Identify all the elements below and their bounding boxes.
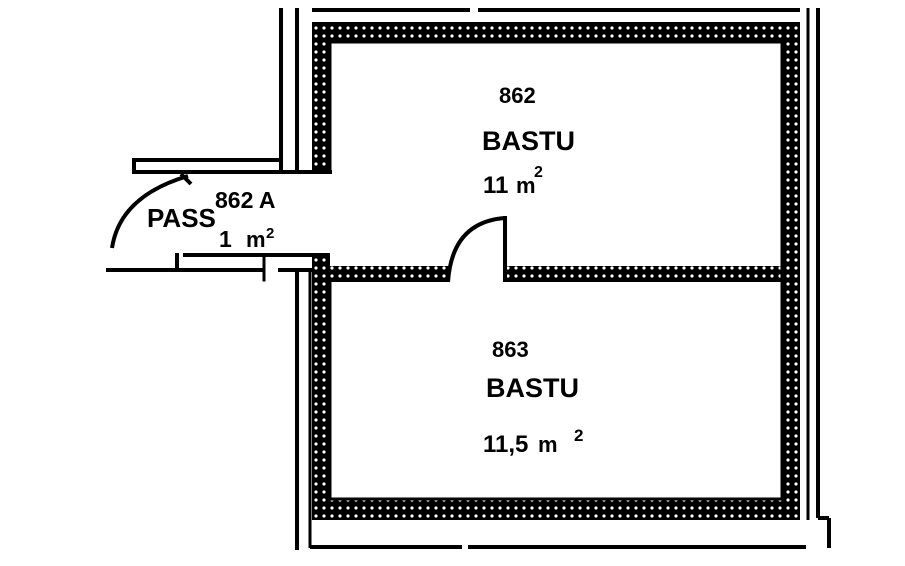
room-number: 862 A bbox=[215, 187, 276, 213]
room-area-unit: m bbox=[538, 432, 558, 457]
room-area-value: 1 bbox=[219, 226, 232, 252]
room-area-unit: m bbox=[516, 173, 536, 198]
room-name: BASTU bbox=[486, 373, 579, 403]
room-862: 862 BASTU 11 m 2 bbox=[482, 83, 575, 199]
room-name: PASS bbox=[147, 203, 216, 233]
room-number: 862 bbox=[499, 83, 536, 108]
room-862a: PASS 862 A 1 m 2 bbox=[147, 187, 276, 252]
door-swings bbox=[110, 172, 507, 283]
room-area-exponent: 2 bbox=[266, 225, 274, 242]
outer-walls bbox=[279, 8, 831, 550]
room-area-value: 11 bbox=[483, 172, 508, 199]
passage-walls bbox=[106, 158, 332, 282]
entrance-door-swing bbox=[110, 174, 189, 249]
room-area-unit: m bbox=[246, 227, 266, 252]
room-number: 863 bbox=[492, 337, 529, 362]
room-area-value: 11,5 bbox=[483, 431, 528, 458]
room-area-exponent: 2 bbox=[534, 164, 543, 181]
sauna-door-swing bbox=[446, 216, 506, 283]
room-area-exponent: 2 bbox=[574, 426, 583, 445]
sauna-walls bbox=[312, 22, 800, 520]
room-name: BASTU bbox=[482, 126, 575, 156]
entrance-door-leaf bbox=[179, 172, 193, 186]
room-863: 863 BASTU 11,5 m 2 bbox=[483, 337, 583, 458]
